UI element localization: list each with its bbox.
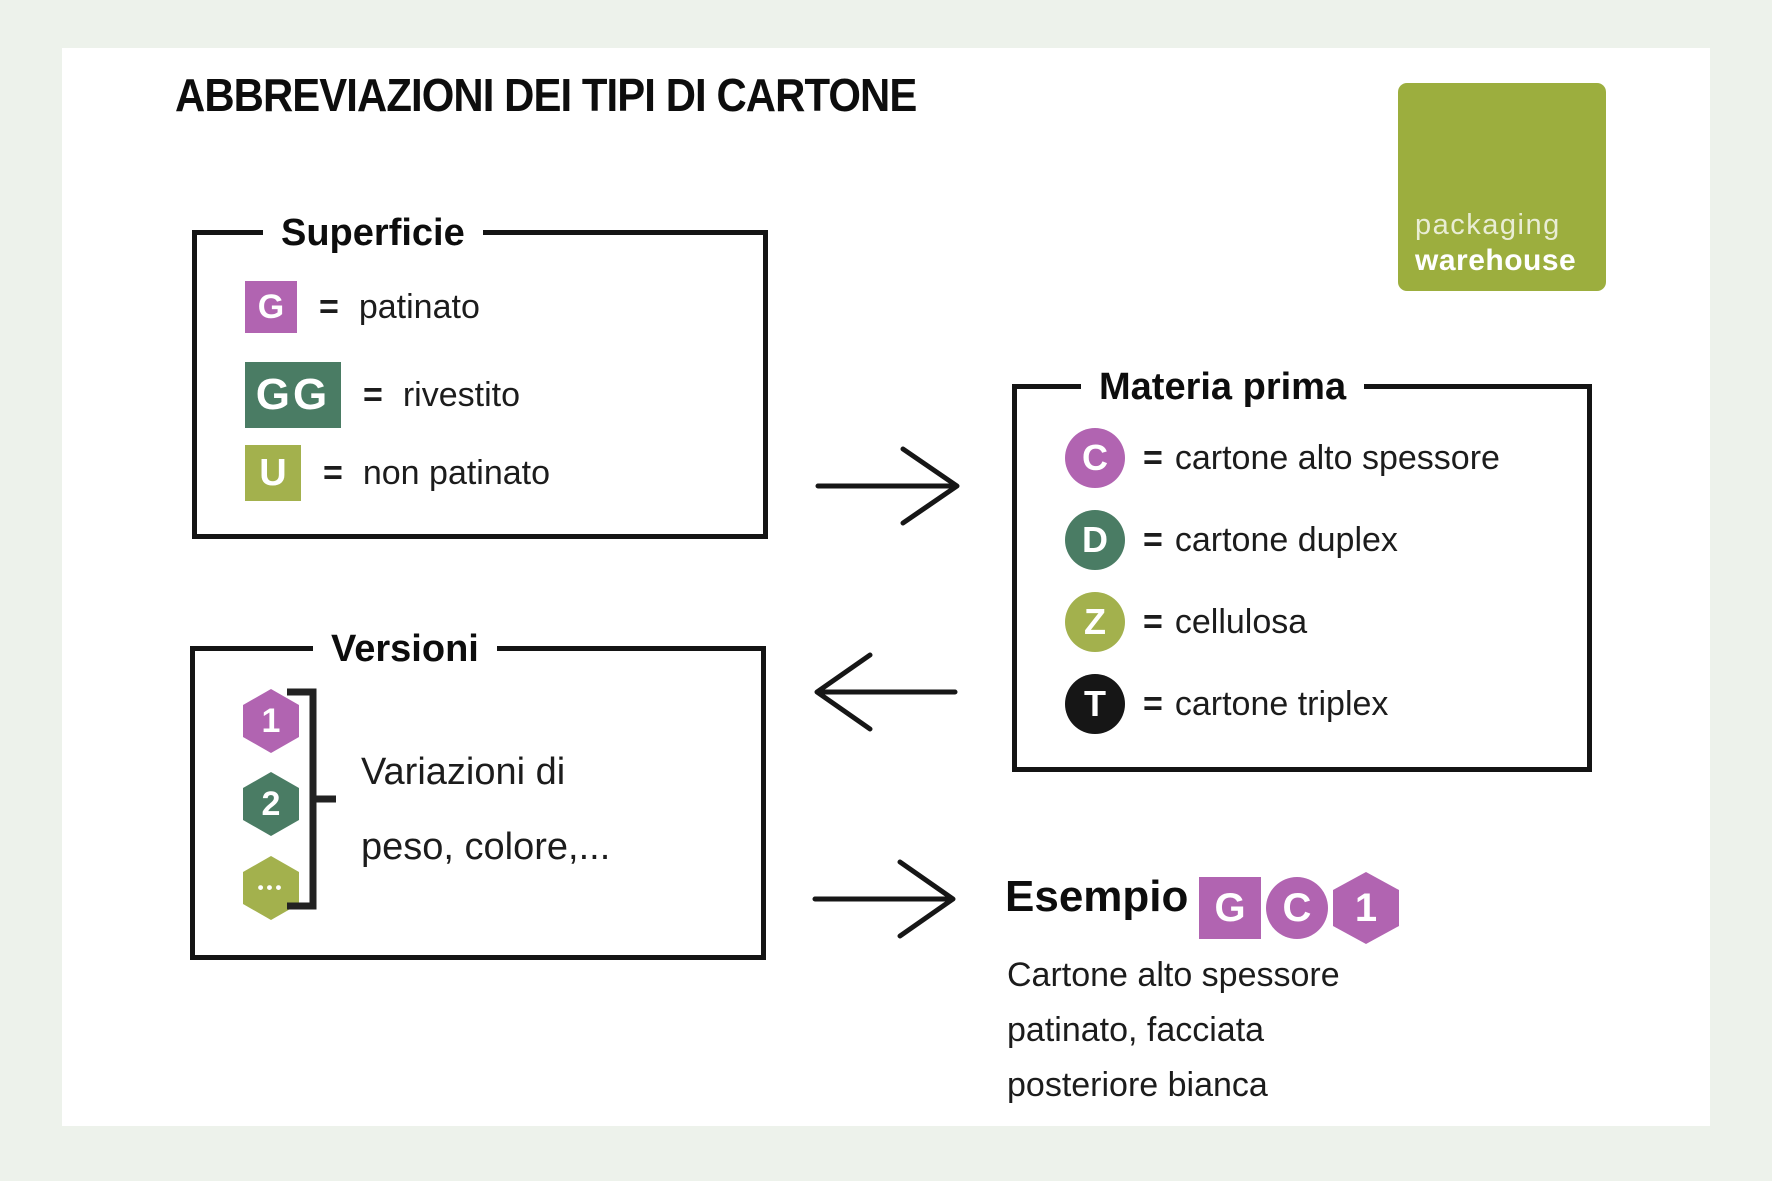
materia-prima-box: Materia prima C = cartone alto spessore …: [1012, 361, 1592, 772]
logo-line-packaging: packaging: [1415, 209, 1561, 241]
equals-sign: =: [319, 287, 339, 326]
esempio-g-icon: G: [1199, 877, 1261, 939]
version-row-2: 2: [243, 772, 299, 836]
esempio-description-line: Cartone alto spessore: [1007, 956, 1340, 994]
versioni-box: Versioni 1 2 ••• Variazioni di peso, col…: [190, 623, 766, 960]
legend-label: rivestito: [402, 375, 520, 414]
code-letter: 2: [261, 785, 281, 823]
code-letter: G: [1214, 886, 1246, 930]
legend-row-g: G = patinato: [245, 281, 480, 333]
superficie-box: Superficie G = patinato GG = rivestito U…: [192, 207, 768, 539]
code-letter: Z: [1084, 601, 1106, 642]
esempio-1-hexagon-icon: 1: [1333, 872, 1399, 944]
legend-row-u: U = non patinato: [245, 445, 550, 501]
legend-row-gg: GG = rivestito: [245, 362, 520, 428]
version-2-hexagon-icon: 2: [243, 772, 299, 836]
esempio-c-icon: C: [1266, 877, 1328, 939]
esempio-label: Esempio: [1005, 872, 1189, 921]
logo-text: packaging warehouse: [1415, 208, 1576, 278]
logo-line-warehouse: warehouse: [1415, 244, 1577, 277]
esempio-code-chips: G C 1: [1199, 872, 1399, 944]
legend-label: cellulosa: [1174, 602, 1308, 641]
legend-label: non patinato: [362, 453, 551, 492]
legend-label: patinato: [358, 287, 480, 326]
code-c-icon: C: [1065, 428, 1125, 488]
equals-sign: =: [1143, 438, 1163, 477]
code-letter: D: [1082, 519, 1108, 560]
code-z-icon: Z: [1065, 592, 1125, 652]
esempio-description: Cartone alto spessore patinato, facciata…: [1007, 948, 1340, 1113]
version-dots-hexagon-icon: •••: [243, 856, 299, 920]
legend-row-c: C = cartone alto spessore: [1065, 428, 1500, 488]
code-letter: GG: [255, 370, 331, 419]
legend-row-z: Z = cellulosa: [1065, 592, 1307, 652]
code-d-icon: D: [1065, 510, 1125, 570]
versions-note: Variazioni di peso, colore,...: [361, 735, 610, 885]
code-gg-icon: GG: [245, 362, 341, 428]
code-letter: T: [1084, 683, 1106, 724]
legend-row-t: T = cartone triplex: [1065, 674, 1388, 734]
esempio-description-line: patinato, facciata: [1007, 1011, 1265, 1049]
materia-prima-box-title: Materia prima: [1081, 361, 1365, 413]
code-u-icon: U: [245, 445, 301, 501]
equals-sign: =: [363, 375, 383, 414]
equals-sign: =: [1143, 520, 1163, 559]
versioni-box-title: Versioni: [313, 623, 497, 675]
superficie-box-title: Superficie: [263, 207, 483, 259]
code-g-icon: G: [245, 281, 297, 333]
page-title: ABBREVIAZIONI DEI TIPI DI CARTONE: [175, 69, 917, 121]
legend-label: cartone triplex: [1174, 684, 1389, 723]
versions-note-line1: Variazioni di: [361, 751, 566, 793]
legend-label: cartone duplex: [1174, 520, 1398, 559]
code-letter: U: [259, 452, 287, 494]
code-letter: C: [1282, 886, 1312, 930]
code-letter: G: [257, 288, 285, 326]
equals-sign: =: [323, 453, 343, 492]
version-row-1: 1: [243, 689, 299, 753]
version-row-more: •••: [243, 856, 299, 920]
versions-note-line2: peso, colore,...: [361, 826, 611, 868]
code-letter: 1: [261, 702, 281, 740]
legend-label: cartone alto spessore: [1174, 438, 1500, 477]
code-t-icon: T: [1065, 674, 1125, 734]
esempio-description-line: posteriore bianca: [1007, 1066, 1268, 1104]
code-letter: 1: [1354, 886, 1378, 930]
equals-sign: =: [1143, 602, 1163, 641]
equals-sign: =: [1143, 684, 1163, 723]
version-1-hexagon-icon: 1: [243, 689, 299, 753]
packaging-warehouse-logo: packaging warehouse: [1398, 83, 1606, 291]
code-letter: C: [1082, 437, 1108, 478]
legend-row-d: D = cartone duplex: [1065, 510, 1398, 570]
dots-glyph: •••: [257, 877, 285, 897]
